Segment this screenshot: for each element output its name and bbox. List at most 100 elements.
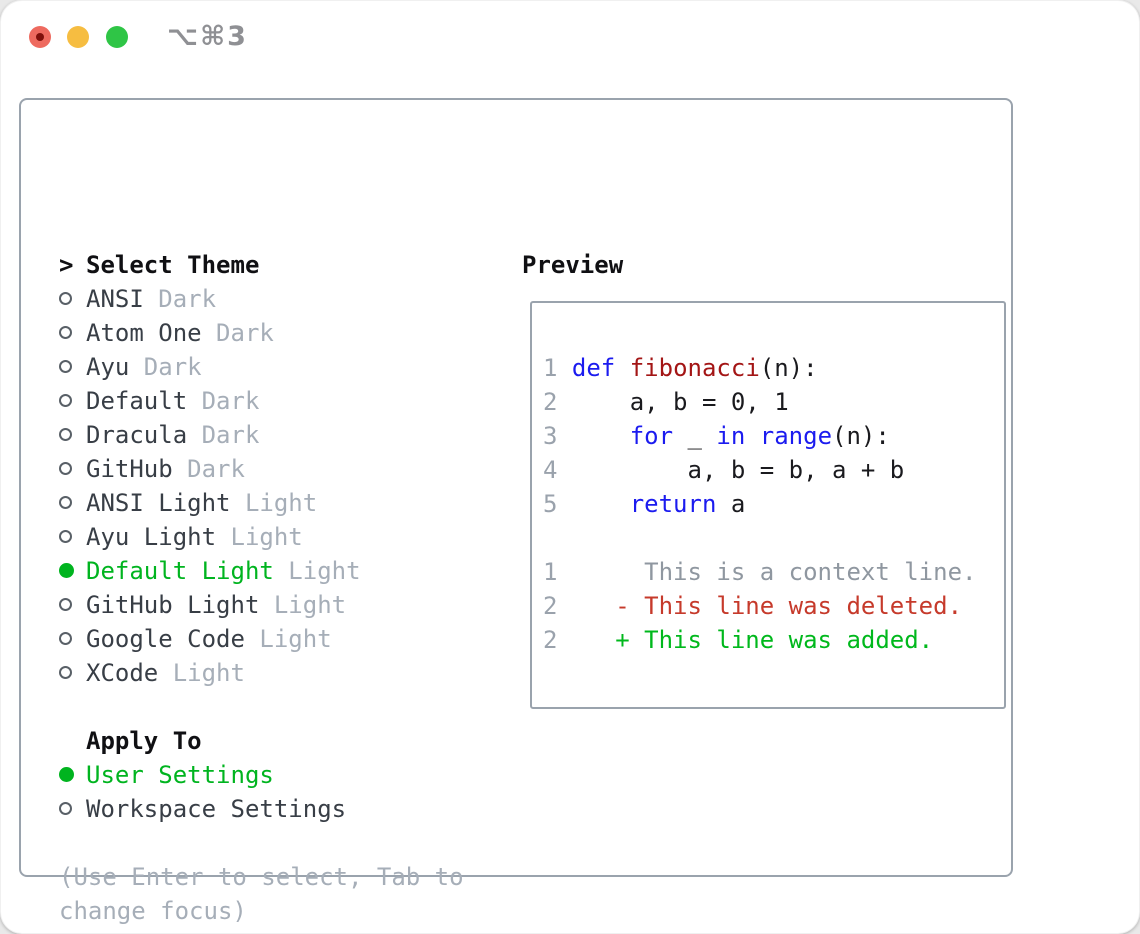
theme-variant-tag: Light bbox=[230, 489, 318, 517]
code-segment-num: 2 bbox=[543, 388, 558, 416]
prompt-icon: > bbox=[59, 251, 74, 279]
theme-name: Google Code bbox=[86, 625, 245, 653]
code-segment-code bbox=[557, 490, 629, 518]
code-segment-num: 4 bbox=[543, 456, 558, 484]
radio-icon bbox=[59, 656, 86, 690]
code-segment-num: 1 bbox=[543, 354, 558, 382]
code-segment-num: 2 bbox=[543, 626, 558, 654]
code-segment-code bbox=[557, 422, 629, 450]
apply-to-item-user-settings[interactable]: User Settings bbox=[59, 758, 509, 792]
radio-icon bbox=[59, 792, 86, 826]
theme-item-github-light[interactable]: GitHub Light Light bbox=[59, 588, 509, 622]
theme-item-google-code[interactable]: Google Code Light bbox=[59, 622, 509, 656]
radio-selected-icon bbox=[59, 758, 86, 792]
spacer bbox=[59, 826, 509, 860]
theme-item-ayu-light[interactable]: Ayu Light Light bbox=[59, 520, 509, 554]
theme-item-github[interactable]: GitHub Dark bbox=[59, 452, 509, 486]
select-theme-title: Select Theme bbox=[86, 251, 260, 279]
code-segment-add: + This line was added. bbox=[557, 626, 934, 654]
radio-selected-icon bbox=[59, 554, 86, 588]
code-segment-code: a, b = 0, 1 bbox=[557, 388, 789, 416]
code-segment-code bbox=[745, 422, 759, 450]
theme-variant-tag: Dark bbox=[187, 387, 260, 415]
hint-line-2: change focus) bbox=[59, 897, 247, 925]
code-segment-kw: range bbox=[759, 422, 833, 450]
theme-name: Default Light bbox=[86, 557, 274, 585]
code-segment-kw: for bbox=[629, 422, 674, 450]
code-segment-num: 5 bbox=[543, 490, 558, 518]
theme-name: ANSI bbox=[86, 285, 144, 313]
code-line: 2 - This line was deleted. bbox=[543, 589, 1004, 623]
theme-variant-tag: Dark bbox=[172, 455, 245, 483]
code-line: 1 This is a context line. bbox=[543, 555, 1004, 589]
apply-to-item-workspace-settings[interactable]: Workspace Settings bbox=[59, 792, 509, 826]
code-segment-code: _ bbox=[673, 422, 717, 450]
apply-to-header: Apply To bbox=[59, 724, 509, 758]
apply-to-name: User Settings bbox=[86, 761, 274, 789]
code-line: 2 a, b = 0, 1 bbox=[543, 385, 1004, 419]
code-segment-kw: return bbox=[629, 490, 717, 518]
theme-item-default-light[interactable]: Default Light Light bbox=[59, 554, 509, 588]
theme-variant-tag: Dark bbox=[129, 353, 202, 381]
select-theme-header: > Select Theme bbox=[59, 248, 509, 282]
theme-variant-tag: Dark bbox=[143, 285, 217, 313]
code-segment-num: 3 bbox=[543, 422, 558, 450]
code-segment-kw: def bbox=[571, 354, 616, 382]
theme-item-xcode[interactable]: XCode Light bbox=[59, 656, 509, 690]
code-line: 1 def fibonacci(n): bbox=[543, 351, 1004, 385]
apply-to-title: Apply To bbox=[86, 727, 202, 755]
theme-name: Ayu Light bbox=[86, 523, 217, 551]
theme-item-atom-one[interactable]: Atom One Dark bbox=[59, 316, 509, 350]
theme-name: Ayu bbox=[86, 353, 130, 381]
theme-variant-tag: Light bbox=[216, 523, 303, 551]
radio-icon bbox=[59, 418, 86, 452]
radio-icon bbox=[59, 520, 86, 554]
code-line: 5 return a bbox=[543, 487, 1004, 521]
radio-icon bbox=[59, 588, 86, 622]
theme-variant-tag: Dark bbox=[187, 421, 260, 449]
preview-title: Preview bbox=[522, 251, 624, 279]
theme-name: Default bbox=[86, 387, 188, 415]
close-button[interactable] bbox=[29, 26, 51, 48]
theme-item-ansi-light[interactable]: ANSI Light Light bbox=[59, 486, 509, 520]
theme-item-default[interactable]: Default Dark bbox=[59, 384, 509, 418]
zoom-button[interactable] bbox=[106, 26, 128, 48]
theme-variant-tag: Light bbox=[273, 557, 361, 585]
theme-name: GitHub bbox=[86, 455, 173, 483]
theme-variant-tag: Dark bbox=[201, 319, 274, 347]
code-segment-num: 1 bbox=[543, 558, 558, 586]
code-line bbox=[543, 521, 1004, 555]
radio-icon bbox=[59, 316, 86, 350]
spacer bbox=[59, 690, 509, 724]
code-line: 2 + This line was added. bbox=[543, 623, 1004, 657]
theme-variant-tag: Light bbox=[259, 591, 347, 619]
theme-name: XCode bbox=[86, 659, 159, 687]
code-segment-del: - This line was deleted. bbox=[557, 592, 963, 620]
code-segment-code: a bbox=[716, 490, 746, 518]
radio-icon bbox=[59, 622, 86, 656]
minimize-button[interactable] bbox=[67, 26, 89, 48]
radio-icon bbox=[59, 384, 86, 418]
radio-icon bbox=[59, 486, 86, 520]
theme-item-ansi[interactable]: ANSI Dark bbox=[59, 282, 509, 316]
theme-name: GitHub Light bbox=[86, 591, 260, 619]
code-segment-code: a, b = b, a + b bbox=[557, 456, 905, 484]
code-segment-num: 2 bbox=[543, 592, 558, 620]
code-segment-fn: fibonacci bbox=[629, 354, 760, 382]
code-segment-code: (n): bbox=[832, 422, 890, 450]
theme-name: Atom One bbox=[86, 319, 202, 347]
theme-item-dracula[interactable]: Dracula Dark bbox=[59, 418, 509, 452]
code-segment-code bbox=[557, 354, 571, 382]
theme-name: ANSI Light bbox=[86, 489, 231, 517]
theme-name: Dracula bbox=[86, 421, 188, 449]
radio-icon bbox=[59, 452, 86, 486]
radio-icon bbox=[59, 282, 86, 316]
theme-item-ayu[interactable]: Ayu Dark bbox=[59, 350, 509, 384]
code-segment-code bbox=[615, 354, 629, 382]
